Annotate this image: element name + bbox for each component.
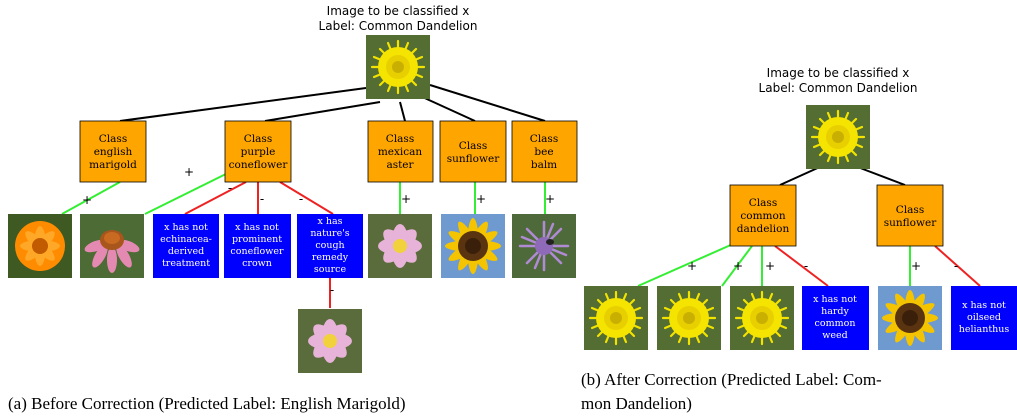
concept-b0-l1: x has not: [813, 294, 857, 305]
concept-a2-l2: nature's: [310, 228, 349, 239]
sign-b-5: -: [954, 259, 958, 273]
panel-b-concept-boxes: [802, 286, 1017, 350]
dandelion-image-b1: [582, 284, 650, 352]
sign-b-2: +: [765, 259, 775, 273]
panel-a-root-title-line1: Image to be classified x: [327, 4, 470, 18]
panel-a-edge-signs: + + - - - + + + -: [82, 165, 555, 297]
panel-b-class-labels: Class common dandelion Class sunflower: [737, 197, 937, 235]
panel-a-root-title-line2: Label: Common Dandelion: [319, 19, 478, 33]
panel-a: Image to be classified x Label: Common D…: [8, 4, 578, 413]
concept-b1-l2: oilseed: [967, 312, 1001, 323]
concept-b0-l3: common: [815, 318, 856, 329]
panel-b-caption-line1: (b) After Correction (Predicted Label: C…: [581, 370, 882, 389]
class-sunflower-l2: sunflower: [447, 153, 500, 165]
class-sunflower-l1: Class: [459, 140, 487, 152]
concept-b1-l3: helianthus: [959, 324, 1010, 335]
sign-b-0: +: [687, 259, 697, 273]
class-bee-balm-l2: bee: [534, 146, 553, 158]
class-english-marigold-l1: Class: [99, 133, 127, 145]
sign-a-7: +: [545, 192, 555, 206]
concept-a0-l1: x has not: [164, 222, 208, 233]
sign-a-3: -: [260, 192, 264, 206]
marigold-image: [8, 214, 72, 278]
sign-a-4: -: [299, 192, 303, 206]
concept-a1-l3: coneflower: [230, 246, 284, 257]
panel-a-concept-labels: x has not echinacea- derived treatment x…: [160, 216, 350, 275]
class-common-dandelion-l2: common: [740, 210, 785, 222]
concept-a2-l3: cough: [315, 240, 344, 251]
panel-b: Image to be classified x Label: Common D…: [581, 66, 1017, 413]
class-mexican-aster-l3: aster: [386, 159, 414, 171]
panel-b-class-boxes: [729, 184, 944, 247]
panel-b-edge-signs: + + + - + -: [687, 259, 958, 273]
class-mexican-aster-l2: mexican: [378, 146, 423, 158]
concept-b0-l4: weed: [822, 330, 847, 341]
sign-a-5: +: [401, 192, 411, 206]
class-purple-coneflower-l2: purple: [241, 146, 276, 158]
concept-a2-l1: x has: [317, 216, 342, 227]
class-sunflower-b-l1: Class: [896, 204, 924, 216]
class-bee-balm-l1: Class: [530, 133, 558, 145]
class-mexican-aster-l1: Class: [386, 133, 414, 145]
sunflower-image: [441, 214, 505, 278]
dandelion-image-b2: [655, 284, 723, 352]
panel-b-caption-line2: mon Dandelion): [581, 394, 692, 413]
sign-a-8: -: [330, 283, 334, 297]
coneflower-image: [80, 214, 144, 278]
sign-b-1: +: [733, 259, 743, 273]
class-purple-coneflower-l1: Class: [244, 133, 272, 145]
panel-a-caption: (a) Before Correction (Predicted Label: …: [8, 394, 405, 413]
concept-a1-l4: crown: [242, 258, 272, 269]
class-purple-coneflower-l3: coneflower: [229, 159, 289, 171]
panel-a-root-dandelion-image: [364, 33, 432, 101]
concept-a0-l2: echinacea-: [160, 234, 212, 245]
sunflower-image-b: [878, 286, 942, 350]
panel-b-tree-edges: [779, 165, 906, 186]
sign-a-6: +: [476, 192, 486, 206]
concept-b1-l1: x has not: [962, 300, 1006, 311]
sign-b-4: +: [911, 259, 921, 273]
concept-a2-l5: source: [314, 264, 347, 275]
class-english-marigold-l3: marigold: [89, 159, 137, 171]
class-sunflower-b-l2: sunflower: [884, 217, 937, 229]
concept-b0-l2: hardy: [821, 306, 849, 317]
sign-a-1: +: [184, 165, 194, 179]
panel-a-tree-edges: [119, 84, 546, 122]
bee-balm-image: [510, 212, 578, 280]
sign-a-2: -: [228, 181, 232, 195]
concept-a1-l2: prominent: [232, 234, 282, 245]
class-common-dandelion-l3: dandelion: [737, 223, 790, 235]
panel-a-concept-boxes: [153, 214, 363, 278]
panel-b-root-title-line1: Image to be classified x: [767, 66, 910, 80]
concept-a0-l4: treatment: [162, 258, 210, 269]
class-english-marigold-l2: english: [94, 146, 133, 158]
panel-a-class-boxes: [79, 120, 578, 183]
dandelion-image-b3: [728, 284, 796, 352]
cosmos-image: [368, 214, 432, 278]
panel-b-evidence-edges: [637, 239, 981, 287]
class-common-dandelion-l1: Class: [749, 197, 777, 209]
panel-a-class-labels: Class english marigold Class purple cone…: [89, 133, 558, 171]
sign-b-3: -: [804, 259, 808, 273]
concept-a0-l3: derived: [168, 246, 204, 257]
class-bee-balm-l3: balm: [531, 159, 557, 171]
panel-b-concept-labels: x has not hardy common weed x has not oi…: [813, 294, 1009, 341]
cosmos-image-lower: [298, 309, 362, 373]
concept-a1-l1: x has not: [235, 222, 279, 233]
sign-a-0: +: [82, 193, 92, 207]
panel-a-evidence-edges: [61, 167, 546, 308]
concept-a2-l4: remedy: [312, 252, 349, 263]
panel-b-root-dandelion-image: [804, 103, 872, 171]
panel-b-root-title-line2: Label: Common Dandelion: [759, 81, 918, 95]
